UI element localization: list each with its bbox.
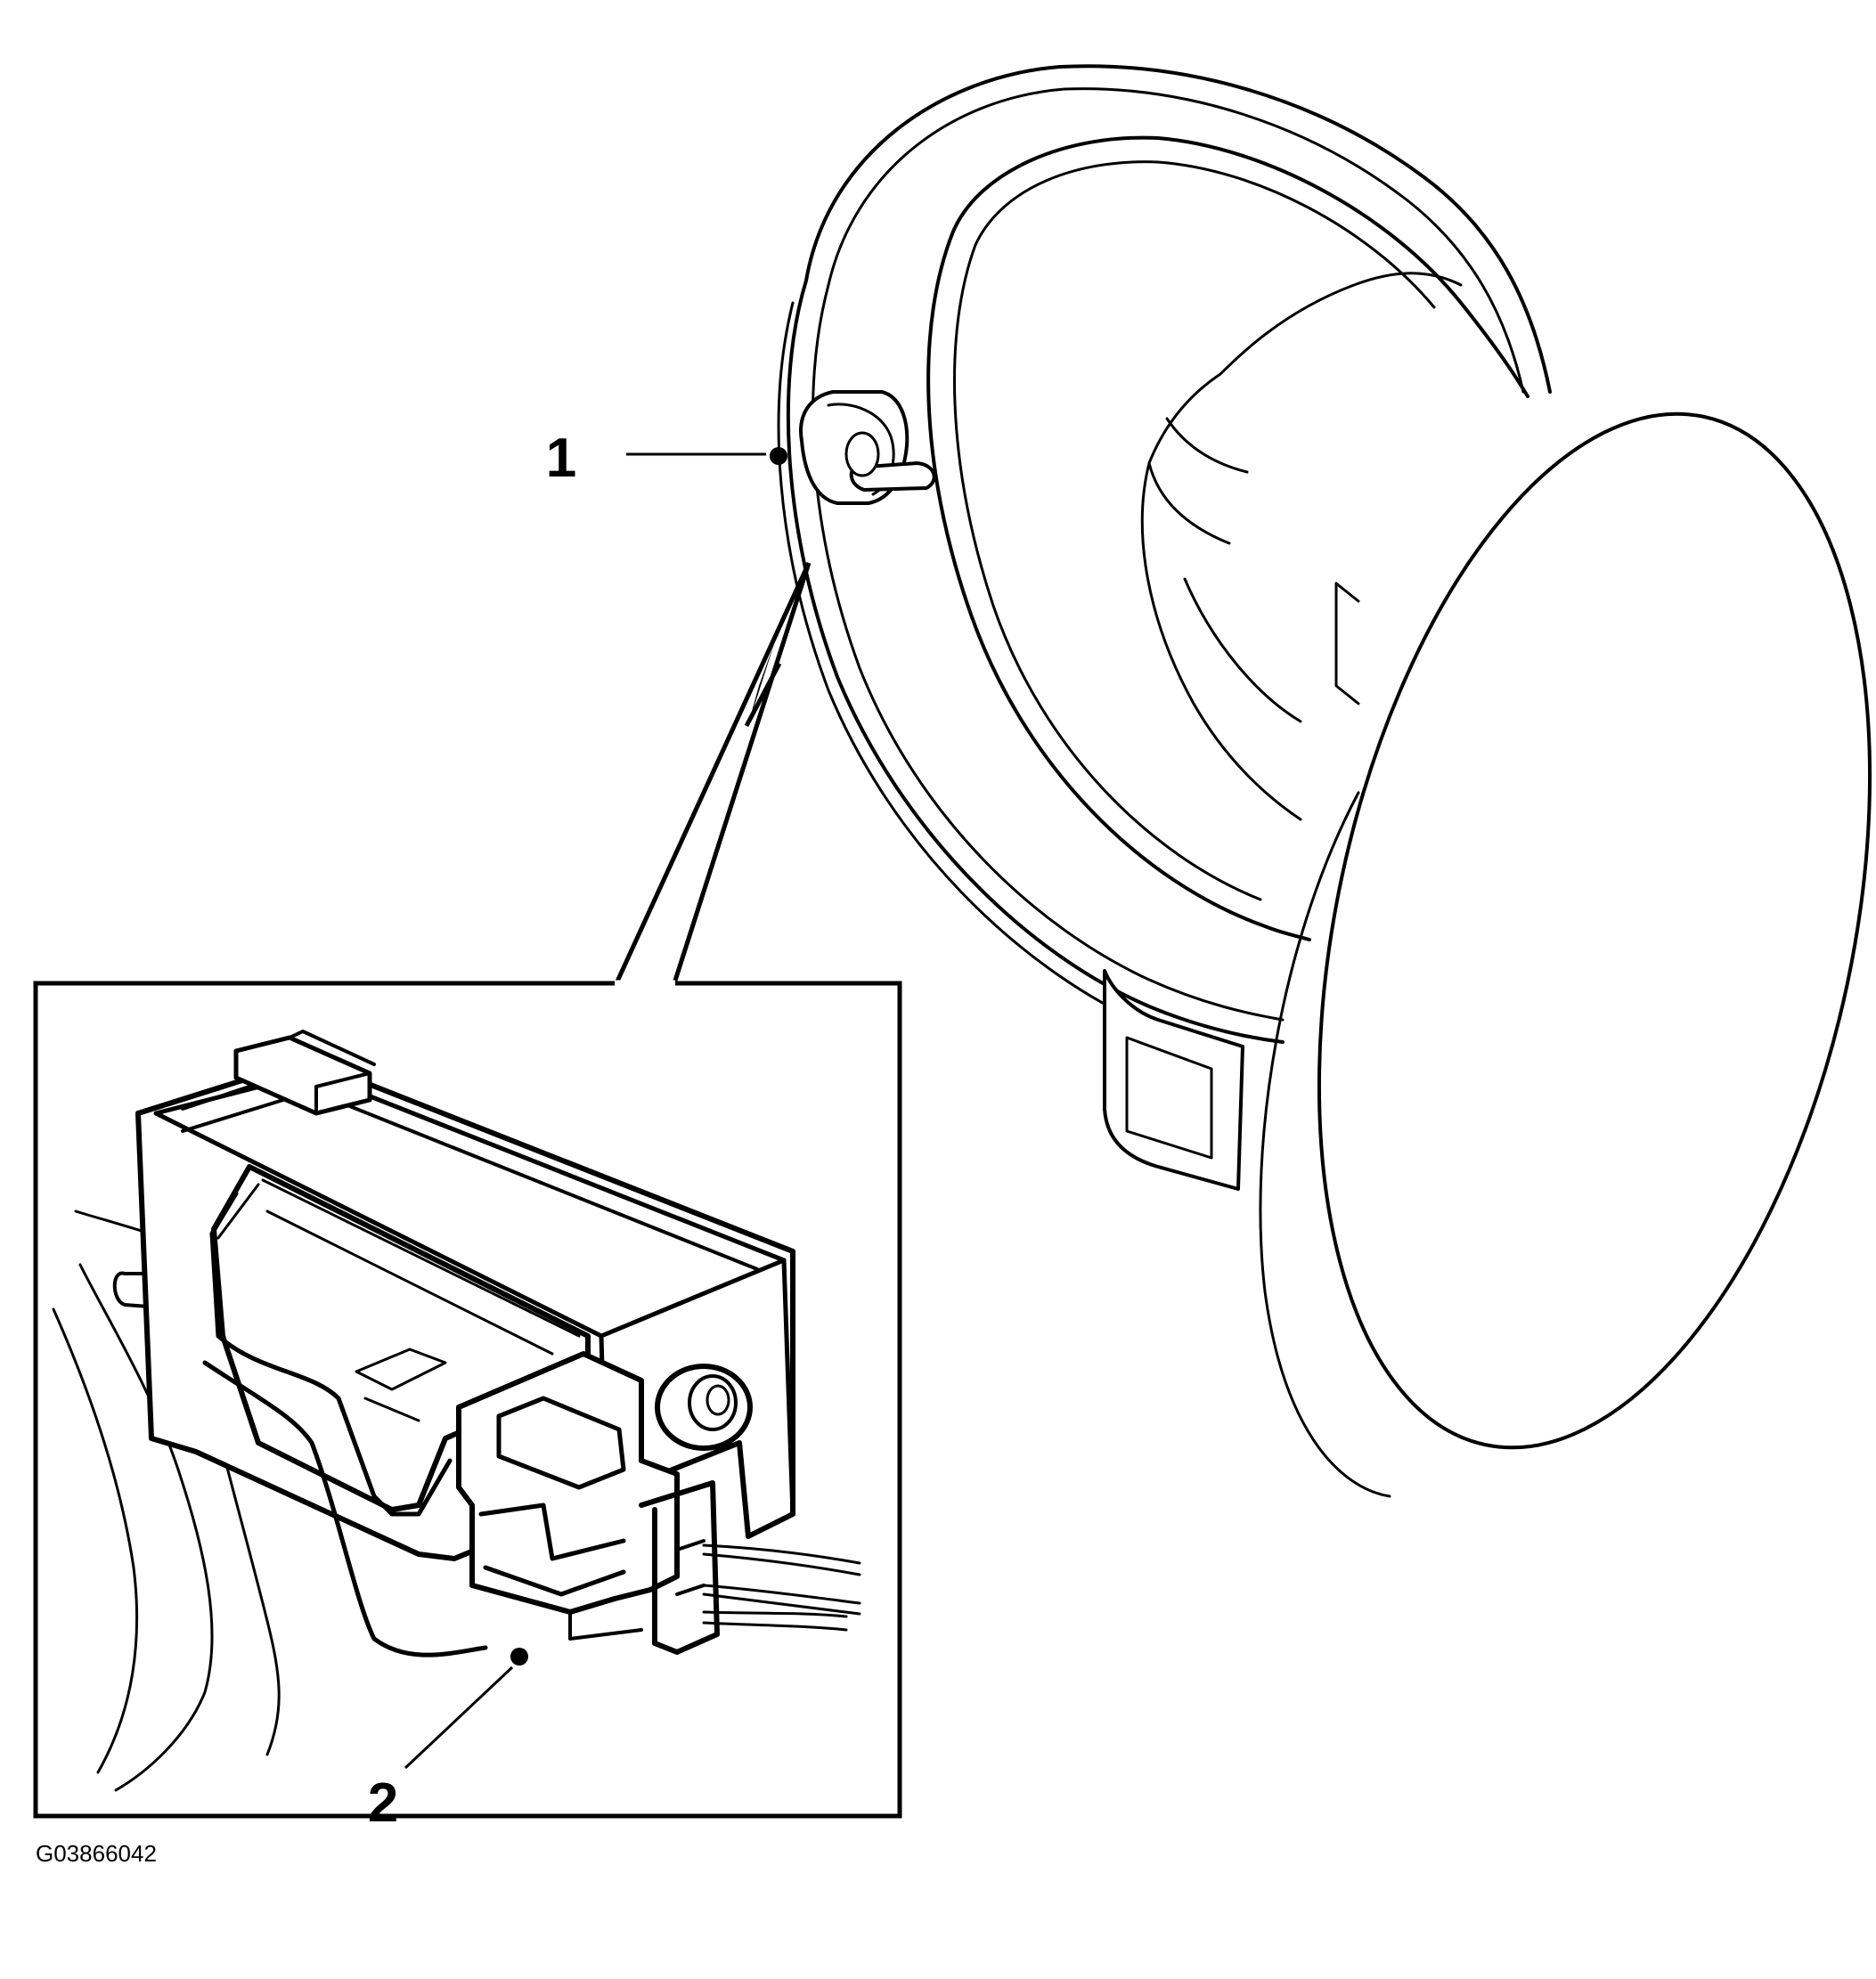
horn-housing-edge-line bbox=[777, 301, 1146, 1026]
horn-diaphragm-cover bbox=[1317, 411, 1872, 1450]
callout-2-dot bbox=[510, 1648, 528, 1665]
callout-2-label: 2 bbox=[368, 1772, 398, 1834]
harness-curve-inner bbox=[78, 1263, 214, 1792]
horn-housing-outer-rim bbox=[786, 64, 1552, 1044]
connector-plug-lock bbox=[639, 1480, 720, 1655]
connector-ground-wire bbox=[202, 1360, 488, 1657]
figure-id: G03866042 bbox=[36, 1840, 157, 1867]
horn-bell-ring-2 bbox=[952, 160, 1436, 901]
connector-cavity-edge bbox=[216, 1178, 581, 1356]
horn-bell-ring-1 bbox=[926, 135, 1529, 941]
detail-inset: 2 bbox=[33, 980, 902, 1834]
callout-1: 1 bbox=[546, 428, 787, 489]
connector-cavity-block bbox=[355, 1348, 447, 1422]
horn-bell-inner-step bbox=[1334, 582, 1360, 705]
connector-latch-rail bbox=[181, 1030, 376, 1111]
inset-pointer bbox=[614, 561, 812, 985]
horn-diaphragm-rim bbox=[1259, 791, 1391, 1498]
connector-wires bbox=[702, 1543, 861, 1632]
inset-pointer-wedge bbox=[746, 641, 775, 730]
horn-bell-inner-contour bbox=[1140, 272, 1463, 821]
horn-assembly bbox=[777, 64, 1872, 1498]
horn-terminal-stud bbox=[799, 390, 936, 505]
callout-2: 2 bbox=[368, 1648, 528, 1834]
connector-stud-nut bbox=[655, 1364, 753, 1451]
harness-curve-left bbox=[52, 1307, 139, 1774]
callout-1-dot bbox=[770, 447, 787, 465]
connector-wire-loop bbox=[209, 1191, 453, 1517]
horn-bell-inner-curl bbox=[1147, 417, 1302, 723]
callout-2-leader bbox=[404, 1665, 514, 1770]
callout-1-label: 1 bbox=[546, 428, 576, 489]
horn-mounting-bracket-slot bbox=[1125, 1036, 1213, 1160]
